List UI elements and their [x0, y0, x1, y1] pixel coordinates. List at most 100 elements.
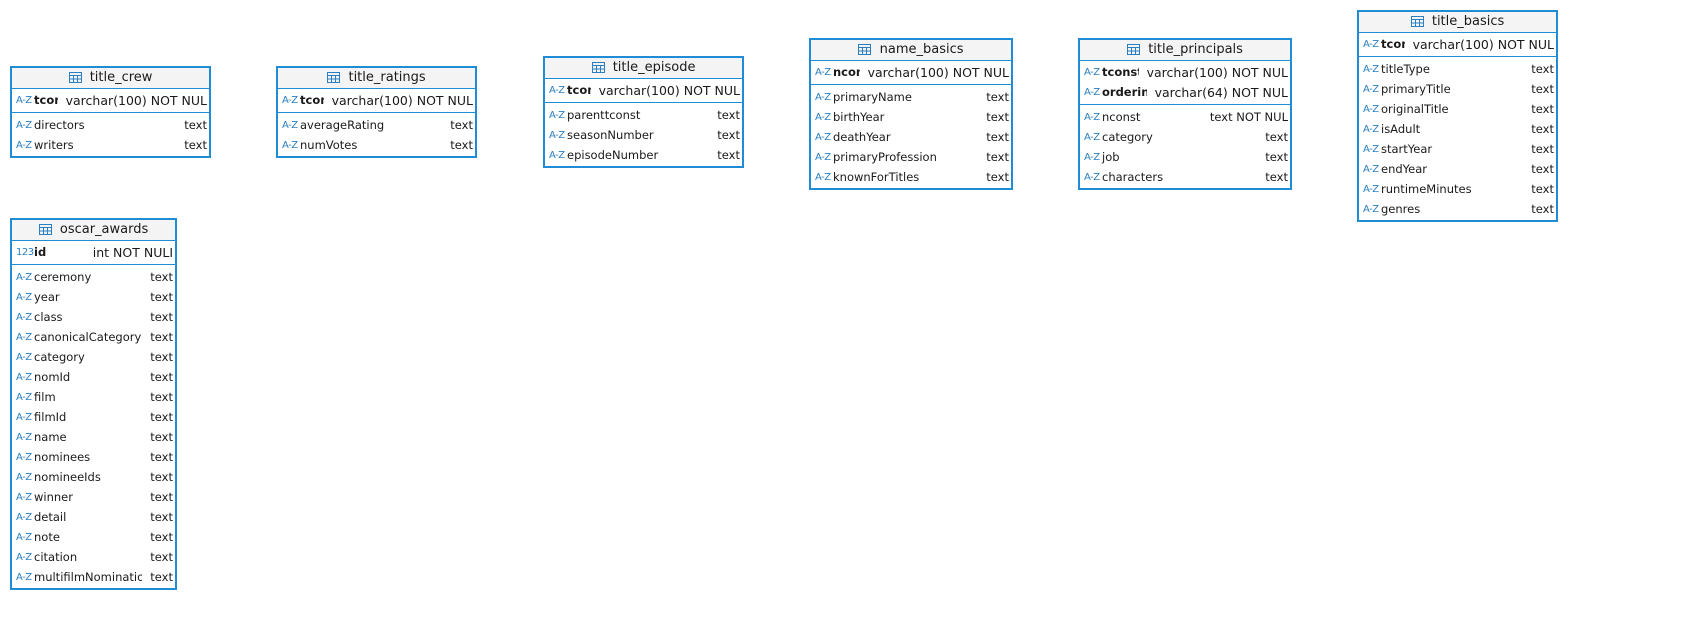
entity-name-basics[interactable]: name_basics A-Z nconst varchar(100) NOT … — [809, 38, 1013, 190]
string-type-icon: A-Z — [549, 109, 565, 121]
column-row[interactable]: A-Z nominees text — [12, 447, 175, 467]
string-type-icon: A-Z — [16, 119, 32, 131]
entity-header[interactable]: title_principals — [1080, 40, 1290, 61]
column-row[interactable]: A-Z episodeNumber text — [545, 145, 742, 165]
entity-title-ratings[interactable]: title_ratings A-Z tconst varchar(100) NO… — [276, 66, 477, 158]
column-row[interactable]: A-Z detail text — [12, 507, 175, 527]
column-row[interactable]: A-Z endYear text — [1359, 159, 1556, 179]
column-name: isAdult — [1381, 122, 1421, 136]
entity-oscar-awards[interactable]: oscar_awards 123 id int NOT NULI A-Z cer… — [10, 218, 177, 590]
column-row[interactable]: A-Z primaryTitle text — [1359, 79, 1556, 99]
entity-header[interactable]: title_episode — [545, 58, 742, 79]
table-icon — [327, 72, 341, 83]
key-row[interactable]: A-Z tconst varchar(100) NOT NUL — [1080, 62, 1290, 82]
column-name: nominees — [34, 450, 91, 464]
column-name: originalTitle — [1381, 102, 1449, 116]
column-row[interactable]: A-Z citation text — [12, 547, 175, 567]
column-row[interactable]: A-Z category text — [1080, 127, 1290, 147]
column-row[interactable]: A-Z directors text — [12, 115, 209, 135]
column-row[interactable]: A-Z class text — [12, 307, 175, 327]
entity-title-episode[interactable]: title_episode A-Z tconst varchar(100) NO… — [543, 56, 744, 168]
entity-header[interactable]: title_basics — [1359, 12, 1556, 33]
entity-header[interactable]: name_basics — [811, 40, 1011, 61]
column-row[interactable]: A-Z parenttconst text — [545, 105, 742, 125]
column-type: text — [150, 430, 173, 444]
column-name: id — [34, 245, 47, 259]
string-type-icon: A-Z — [1363, 203, 1379, 215]
column-row[interactable]: A-Z job text — [1080, 147, 1290, 167]
column-type: text — [150, 510, 173, 524]
column-name: deathYear — [833, 130, 891, 144]
column-row[interactable]: A-Z seasonNumber text — [545, 125, 742, 145]
column-row[interactable]: A-Z multifilmNomination text — [12, 567, 175, 587]
column-row[interactable]: A-Z birthYear text — [811, 107, 1011, 127]
column-row[interactable]: A-Z originalTitle text — [1359, 99, 1556, 119]
entity-header[interactable]: title_crew — [12, 68, 209, 89]
entity-title: oscar_awards — [59, 222, 149, 237]
column-section: A-Z primaryName text A-Z birthYear text … — [811, 85, 1011, 188]
column-name: class — [34, 310, 63, 324]
column-name: directors — [34, 118, 85, 132]
column-row[interactable]: A-Z titleType text — [1359, 59, 1556, 79]
column-row[interactable]: A-Z filmId text — [12, 407, 175, 427]
string-type-icon: A-Z — [282, 119, 298, 131]
column-name: nomineeIds — [34, 470, 101, 484]
key-row[interactable]: A-Z tconst varchar(100) NOT NUL — [1359, 34, 1556, 54]
key-row[interactable]: A-Z tconst varchar(100) NOT NUL — [12, 90, 209, 110]
string-type-icon: A-Z — [549, 84, 565, 96]
column-row[interactable]: A-Z primaryProfession text — [811, 147, 1011, 167]
column-name: ordering — [1102, 85, 1147, 99]
column-name: category — [1102, 130, 1153, 144]
column-row[interactable]: A-Z note text — [12, 527, 175, 547]
column-row[interactable]: A-Z nomineeIds text — [12, 467, 175, 487]
entity-header[interactable]: title_ratings — [278, 68, 475, 89]
entity-title-crew[interactable]: title_crew A-Z tconst varchar(100) NOT N… — [10, 66, 211, 158]
column-row[interactable]: A-Z nomId text — [12, 367, 175, 387]
column-row[interactable]: A-Z ceremony text — [12, 267, 175, 287]
string-type-icon: A-Z — [815, 151, 831, 163]
column-row[interactable]: A-Z knownForTitles text — [811, 167, 1011, 187]
entity-header[interactable]: oscar_awards — [12, 220, 175, 241]
column-row[interactable]: A-Z isAdult text — [1359, 119, 1556, 139]
key-section: A-Z nconst varchar(100) NOT NUL — [811, 61, 1011, 85]
string-type-icon: A-Z — [16, 311, 32, 323]
key-row[interactable]: A-Z tconst varchar(100) NOT NUL — [278, 90, 475, 110]
entity-title: title_principals — [1148, 42, 1243, 57]
column-row[interactable]: A-Z numVotes text — [278, 135, 475, 155]
column-row[interactable]: A-Z startYear text — [1359, 139, 1556, 159]
column-row[interactable]: A-Z averageRating text — [278, 115, 475, 135]
column-name: averageRating — [300, 118, 385, 132]
column-name: nomId — [34, 370, 71, 384]
column-row[interactable]: A-Z category text — [12, 347, 175, 367]
column-name: year — [34, 290, 60, 304]
column-row[interactable]: A-Z deathYear text — [811, 127, 1011, 147]
column-row[interactable]: A-Z runtimeMinutes text — [1359, 179, 1556, 199]
column-row[interactable]: A-Z film text — [12, 387, 175, 407]
key-row[interactable]: 123 id int NOT NULI — [12, 242, 175, 262]
column-type: text — [986, 130, 1009, 144]
string-type-icon: A-Z — [1363, 163, 1379, 175]
entity-title-principals[interactable]: title_principals A-Z tconst varchar(100)… — [1078, 38, 1292, 190]
column-type: int NOT NULI — [92, 244, 173, 260]
table-icon — [68, 72, 82, 83]
entity-title-basics[interactable]: title_basics A-Z tconst varchar(100) NOT… — [1357, 10, 1558, 222]
key-section: A-Z tconst varchar(100) NOT NUL A-Z orde… — [1080, 61, 1290, 105]
column-row[interactable]: A-Z nconst text NOT NUL — [1080, 107, 1290, 127]
column-row[interactable]: A-Z primaryName text — [811, 87, 1011, 107]
column-row[interactable]: A-Z characters text — [1080, 167, 1290, 187]
column-row[interactable]: A-Z winner text — [12, 487, 175, 507]
entity-title: title_ratings — [348, 70, 426, 85]
column-row[interactable]: A-Z canonicalCategory text — [12, 327, 175, 347]
string-type-icon: A-Z — [1363, 38, 1379, 50]
column-type: text — [986, 110, 1009, 124]
key-row[interactable]: A-Z nconst varchar(100) NOT NUL — [811, 62, 1011, 82]
column-row[interactable]: A-Z genres text — [1359, 199, 1556, 219]
column-row[interactable]: A-Z year text — [12, 287, 175, 307]
key-row[interactable]: A-Z ordering varchar(64) NOT NUL — [1080, 82, 1290, 102]
column-row[interactable]: A-Z name text — [12, 427, 175, 447]
column-row[interactable]: A-Z writers text — [12, 135, 209, 155]
column-type: text — [150, 270, 173, 284]
key-row[interactable]: A-Z tconst varchar(100) NOT NUL — [545, 80, 742, 100]
column-type: text — [184, 138, 207, 152]
column-name: detail — [34, 510, 67, 524]
